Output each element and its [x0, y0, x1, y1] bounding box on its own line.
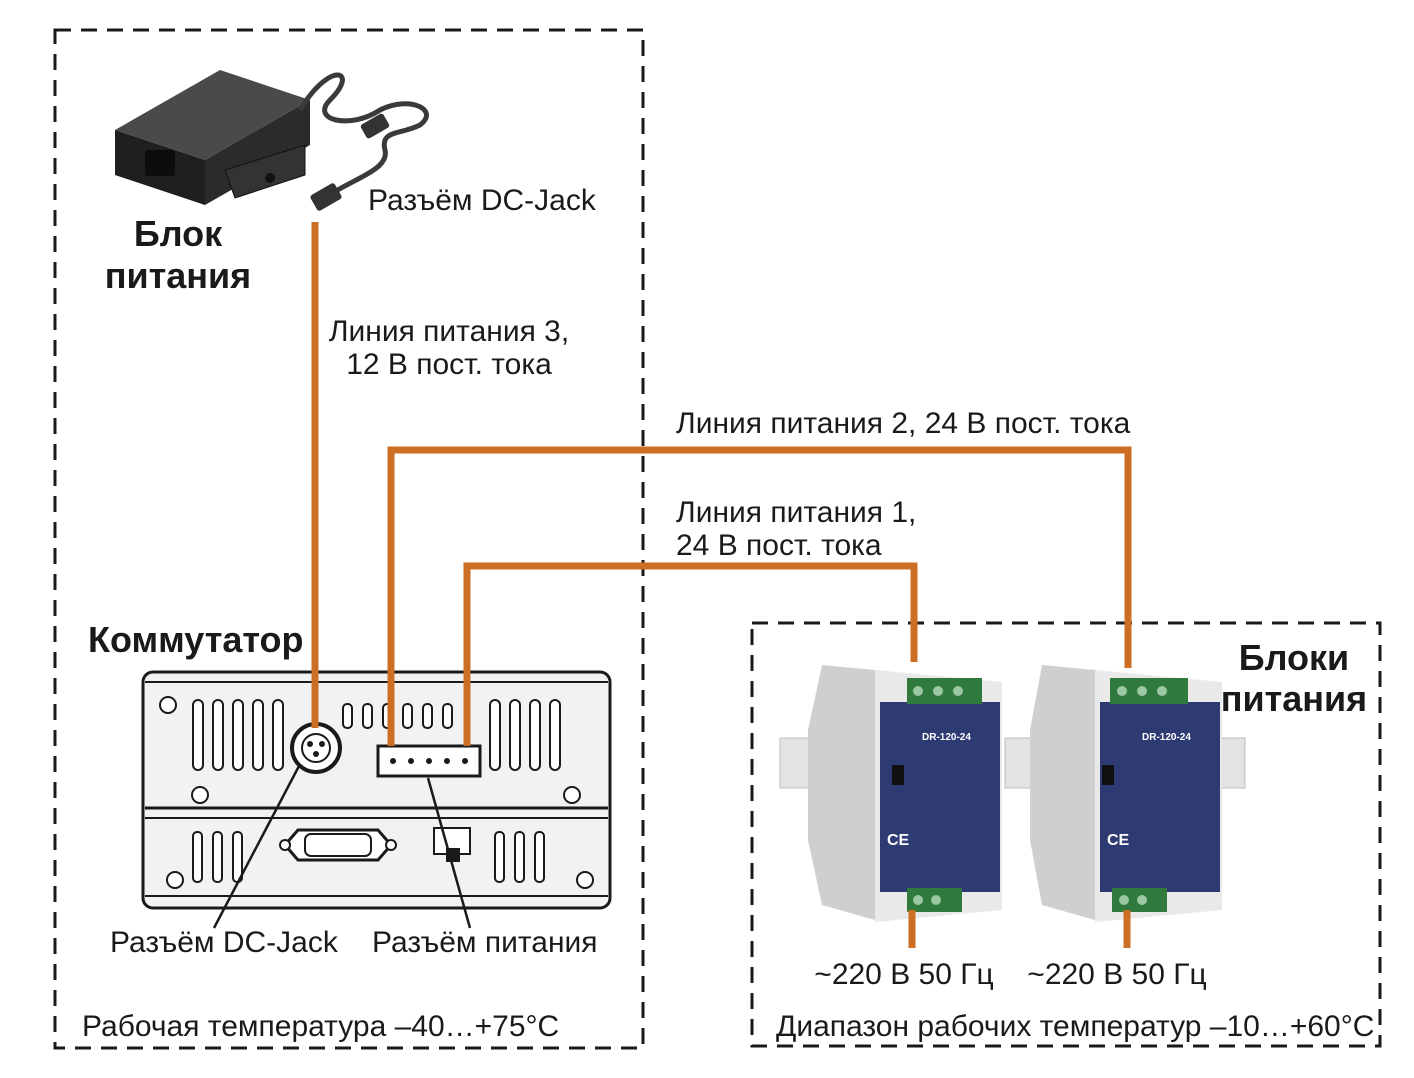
ps-right-title-line1: Блоки	[1239, 637, 1349, 678]
psu-2-model: DR-120-24	[1142, 732, 1191, 743]
psu-1-image: DR-120-24 CE	[808, 665, 1002, 922]
dc-jack-top-label: Разъём DC-Jack	[368, 184, 597, 217]
power-line-1-wire	[463, 562, 918, 746]
ps-top-title-line1: Блок	[134, 213, 223, 254]
ps-right-title-line2: питания	[1221, 678, 1367, 719]
power-line-2-wire	[387, 446, 1132, 746]
power-adapter-image	[115, 70, 429, 211]
line-2-label: Линия питания 2, 24 В пост. тока	[676, 407, 1131, 440]
ac-input-label-1: ~220 В 50 Гц	[814, 958, 993, 991]
switch-image	[141, 670, 612, 910]
temp-left-label: Рабочая температура –40…+75°С	[82, 1010, 559, 1043]
svg-text:CE: CE	[887, 832, 910, 849]
line-1-label-a: Линия питания 1,	[676, 496, 916, 529]
svg-text:CE: CE	[1107, 832, 1130, 849]
power-connector-leader	[426, 777, 472, 929]
ps-top-title-line2: питания	[105, 255, 251, 296]
psu-1-model: DR-120-24	[922, 732, 971, 743]
ac-input-label-2: ~220 В 50 Гц	[1027, 958, 1206, 991]
temp-right-label: Диапазон рабочих температур –10…+60°С	[776, 1010, 1374, 1043]
psu-zone-frame	[750, 621, 1382, 1048]
switch-zone-frame	[53, 28, 645, 1050]
line-1-label-b: 24 В пост. тока	[676, 529, 882, 562]
line-3-label-a: Линия питания 3,	[329, 315, 569, 348]
dc-jack-bottom-label: Разъём DC-Jack	[110, 926, 339, 959]
line-3-label-b: 12 В пост. тока	[346, 348, 552, 381]
dc-jack-leader	[212, 765, 301, 929]
psu-2-image: DR-120-24 CE	[1030, 665, 1222, 922]
power-connector-label: Разъём питания	[372, 926, 598, 959]
switch-title: Коммутатор	[88, 619, 304, 660]
